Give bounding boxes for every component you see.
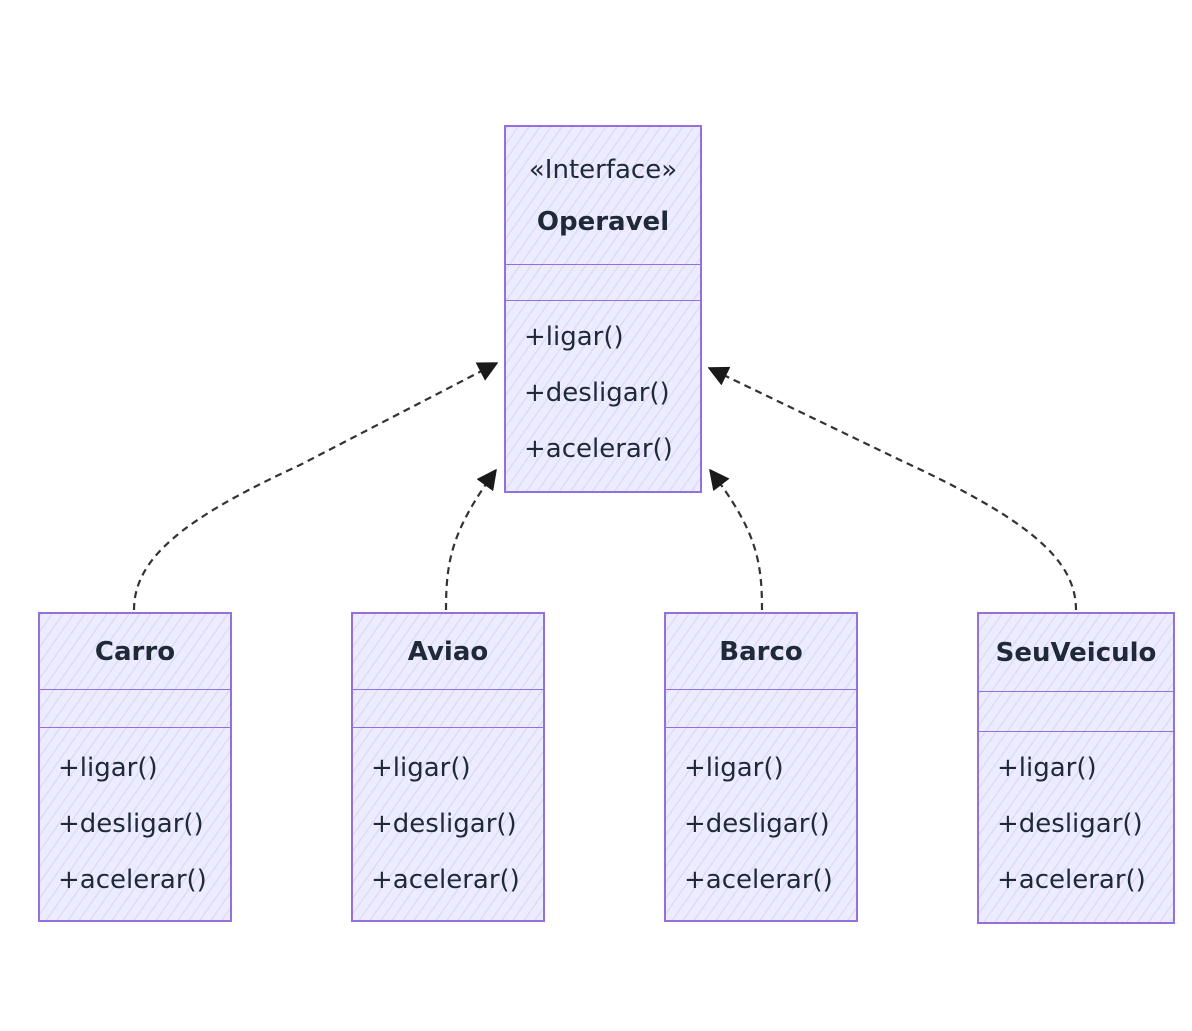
class-header: SeuVeiculo [979,614,1173,691]
method-acelerar: +acelerar() [684,865,833,895]
method-desligar: +desligar() [371,809,517,839]
class-seuveiculo: SeuVeiculo +ligar() +desligar() +acelera… [977,612,1175,924]
interface-operavel: «Interface» Operavel +ligar() +desligar(… [504,125,702,493]
method-ligar: +ligar() [684,753,784,783]
class-name: SeuVeiculo [995,637,1157,668]
interface-attributes [506,264,700,300]
class-attributes [979,691,1173,731]
class-methods: +ligar() +desligar() +acelerar() [353,727,543,920]
method-ligar: +ligar() [524,322,624,352]
class-barco: Barco +ligar() +desligar() +acelerar() [664,612,858,922]
class-aviao: Aviao +ligar() +desligar() +acelerar() [351,612,545,922]
method-acelerar: +acelerar() [997,865,1146,895]
class-methods: +ligar() +desligar() +acelerar() [666,727,856,920]
class-carro: Carro +ligar() +desligar() +acelerar() [38,612,232,922]
interface-stereotype: «Interface» [528,154,678,185]
method-desligar: +desligar() [58,809,204,839]
class-header: Aviao [353,614,543,689]
class-header: Carro [40,614,230,689]
method-ligar: +ligar() [997,753,1097,783]
interface-name: Operavel [536,206,670,237]
method-ligar: +ligar() [371,753,471,783]
edge-carro-operavel [132,362,497,611]
class-attributes [40,689,230,727]
class-methods: +ligar() +desligar() +acelerar() [979,731,1173,922]
class-methods: +ligar() +desligar() +acelerar() [40,727,230,920]
interface-methods: +ligar() +desligar() +acelerar() [506,300,700,491]
class-name: Carro [94,636,176,667]
class-attributes [666,689,856,727]
class-name: Aviao [407,636,489,667]
class-attributes [353,689,543,727]
method-desligar: +desligar() [524,378,670,408]
edge-seuveiculo-operavel [709,368,1078,611]
method-desligar: +desligar() [684,809,830,839]
class-header: Barco [666,614,856,689]
class-name: Barco [719,636,803,667]
method-acelerar: +acelerar() [58,865,207,895]
edge-barco-operavel [710,470,764,611]
method-desligar: +desligar() [997,809,1143,839]
method-acelerar: +acelerar() [371,865,520,895]
method-ligar: +ligar() [58,753,158,783]
method-acelerar: +acelerar() [524,434,673,464]
interface-header: «Interface» Operavel [506,127,700,264]
edge-aviao-operavel [444,470,496,611]
